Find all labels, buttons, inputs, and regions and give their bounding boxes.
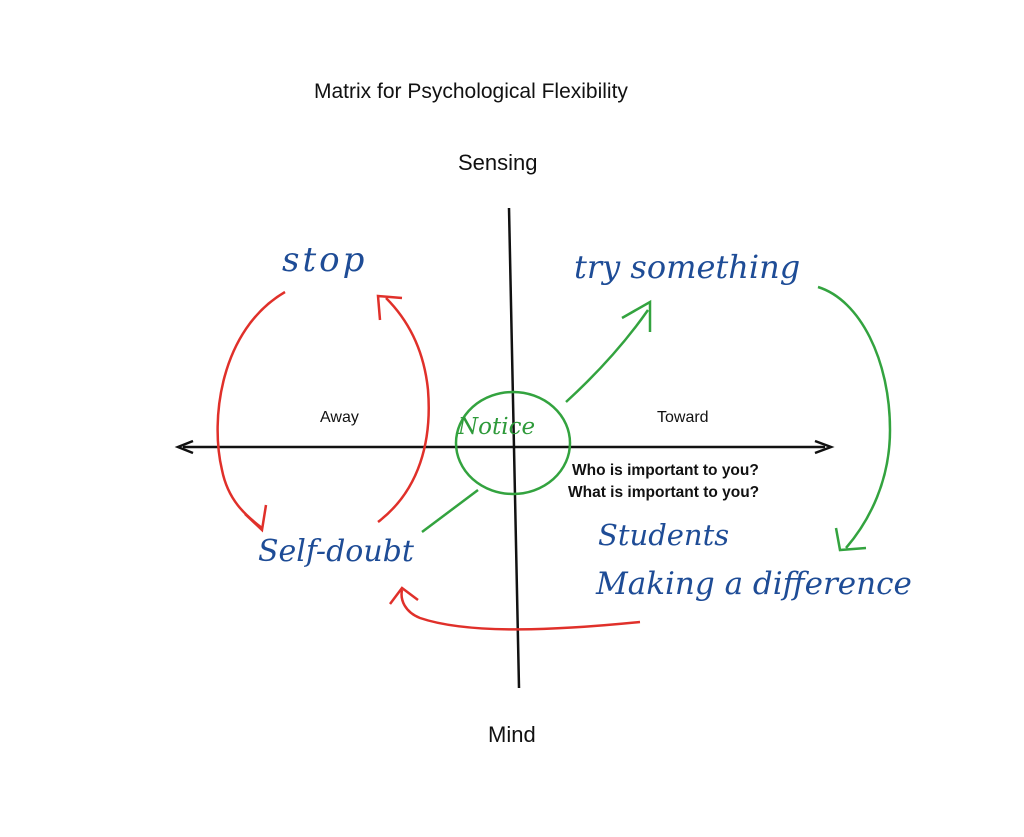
label-stop: stop <box>282 240 368 280</box>
question-who: Who is important to you? <box>572 462 759 479</box>
axis-label-left: Away <box>320 409 359 426</box>
axis-label-bottom: Mind <box>488 722 536 747</box>
red-arrow-bottom <box>400 589 641 631</box>
axis-label-right: Toward <box>657 409 709 426</box>
right-arrowhead <box>814 439 835 455</box>
green-arrowhead-try <box>621 299 652 332</box>
green-arrow-try-making <box>817 285 892 549</box>
axis-label-top: Sensing <box>458 150 538 175</box>
label-making-a-difference: Making a difference <box>596 566 912 602</box>
label-students: Students <box>598 518 730 552</box>
green-arrowhead-making <box>834 527 867 552</box>
green-line-selfdoubt-notice <box>421 489 479 533</box>
red-arrowhead-bottom <box>389 586 419 605</box>
left-arrowhead <box>174 439 194 455</box>
red-arrowhead-down <box>244 504 268 533</box>
label-self-doubt: Self-doubt <box>258 534 414 569</box>
label-try-something: try something <box>574 248 801 286</box>
diagram-title: Matrix for Psychological Flexibility <box>314 80 628 103</box>
red-arrow-up <box>377 297 430 523</box>
red-arrowhead-up <box>376 294 403 321</box>
question-what: What is important to you? <box>568 484 760 501</box>
notice-circle <box>454 390 572 496</box>
label-notice: Notice <box>458 414 536 440</box>
red-arrow-down <box>216 290 286 529</box>
green-arrow-notice-try <box>565 309 650 403</box>
